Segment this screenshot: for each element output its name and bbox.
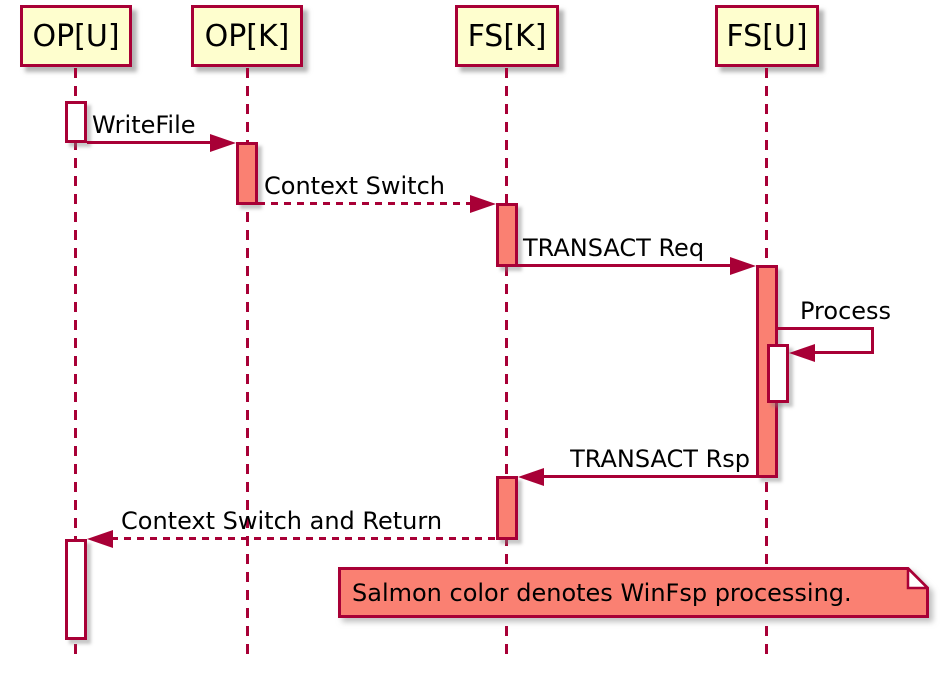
self-message-bottom-line bbox=[813, 351, 874, 354]
participant-label-opk: OP[K] bbox=[204, 18, 290, 54]
arrowhead-right-icon bbox=[470, 195, 496, 213]
activation-bar-fsk-2 bbox=[496, 476, 518, 540]
participant-box-opu: OP[U] bbox=[20, 5, 132, 67]
lifeline-fsk bbox=[505, 68, 508, 654]
message-line-transact-req bbox=[518, 264, 732, 267]
message-label-transact-rsp: TRANSACT Rsp bbox=[570, 445, 750, 473]
participant-box-fsu: FS[U] bbox=[715, 5, 819, 67]
arrowhead-left-icon bbox=[789, 344, 815, 362]
participant-label-opu: OP[U] bbox=[32, 18, 120, 54]
message-label-transact-req: TRANSACT Req bbox=[523, 234, 705, 262]
arrowhead-right-icon bbox=[210, 134, 236, 152]
note: Salmon color denotes WinFsp processing. bbox=[338, 567, 929, 618]
message-label-context-switch-return: Context Switch and Return bbox=[121, 507, 443, 535]
activation-bar-opu-1 bbox=[65, 101, 87, 143]
activation-bar-fsu-nested bbox=[767, 344, 789, 403]
message-line-writefile bbox=[87, 141, 211, 144]
participant-box-opk: OP[K] bbox=[191, 5, 303, 67]
lifeline-opu bbox=[74, 68, 77, 654]
arrowhead-left-icon bbox=[87, 530, 113, 548]
arrowhead-right-icon bbox=[730, 257, 756, 275]
activation-bar-opu-2 bbox=[65, 539, 87, 640]
self-message-top-line bbox=[778, 327, 874, 330]
lifeline-opk bbox=[246, 68, 249, 654]
note-text: Salmon color denotes WinFsp processing. bbox=[352, 578, 852, 607]
activation-bar-fsk-1 bbox=[496, 203, 518, 267]
participant-box-fsk: FS[K] bbox=[455, 5, 559, 67]
message-line-context-switch-return bbox=[111, 537, 496, 540]
message-line-context-switch bbox=[258, 202, 472, 205]
note-fold-icon bbox=[906, 567, 929, 590]
participant-label-fsk: FS[K] bbox=[467, 18, 547, 54]
self-message-vertical-line bbox=[871, 327, 874, 354]
message-label-writefile: WriteFile bbox=[92, 111, 196, 139]
message-line-transact-rsp bbox=[542, 475, 756, 478]
message-label-process: Process bbox=[800, 297, 892, 325]
note-shape bbox=[338, 567, 929, 618]
activation-bar-opk bbox=[236, 142, 258, 205]
arrowhead-left-icon bbox=[518, 468, 544, 486]
message-label-context-switch: Context Switch bbox=[264, 172, 445, 200]
participant-label-fsu: FS[U] bbox=[726, 18, 808, 54]
